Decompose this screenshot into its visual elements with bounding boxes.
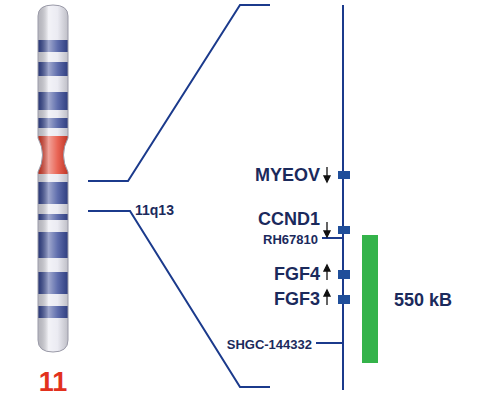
gene-label: FGF4 [274, 265, 320, 283]
size-label: 550 kB [394, 291, 452, 309]
marker-label: SHGC-144332 [227, 338, 312, 351]
locus-line [342, 5, 344, 390]
chromosome-number: 11 [39, 369, 68, 396]
band-label: 11q13 [135, 203, 174, 217]
marker-tick [316, 342, 343, 344]
zoom-line [88, 211, 270, 387]
gene-marker [338, 270, 350, 279]
gene-label: CCND1 [258, 210, 320, 228]
gene-marker [338, 226, 350, 234]
extent-bar [362, 235, 378, 363]
direction-arrow [324, 167, 330, 305]
gene-marker [338, 171, 350, 179]
gene-marker [338, 295, 350, 304]
chromosome [36, 0, 72, 360]
marker-label: RH67810 [263, 233, 318, 246]
gene-label: MYEOV [255, 166, 320, 184]
marker-tick [322, 237, 343, 239]
zoom-line [88, 5, 270, 181]
gene-label: FGF3 [274, 290, 320, 308]
